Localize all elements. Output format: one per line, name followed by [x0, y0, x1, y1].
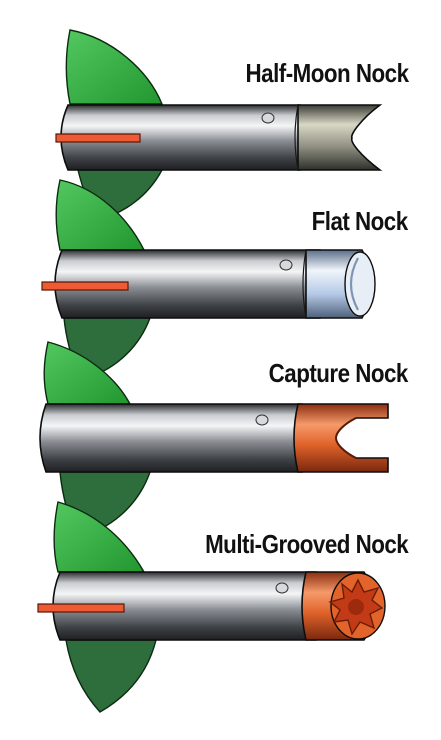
shaft-hole	[255, 414, 269, 426]
nock-capture	[293, 403, 389, 473]
arrow-multi-grooved	[37, 501, 386, 713]
nock-flat-face	[344, 251, 376, 317]
cock-feather	[41, 281, 129, 291]
arrow-shaft	[39, 403, 303, 473]
nock-flat-rim	[302, 249, 307, 319]
arrow-shaft	[52, 571, 317, 641]
shaft-hole	[275, 582, 289, 594]
arrow-half-moon	[55, 29, 383, 221]
nock-label-flat: Flat Nock	[311, 206, 409, 236]
nock-grooved-center	[348, 599, 364, 615]
nock-half-moon	[297, 104, 383, 171]
vane-upper	[65, 29, 164, 105]
nock-half-moon-rim	[294, 104, 299, 171]
nock-label-capture: Capture Nock	[268, 358, 409, 388]
nock-flat-inner	[349, 257, 359, 311]
nock-label-multi-grooved: Multi-Grooved Nock	[204, 529, 409, 559]
arrow-shaft	[60, 104, 301, 171]
nock-label-half-moon: Half-Moon Nock	[245, 58, 408, 88]
arrow-shaft	[54, 249, 321, 319]
nock-capture-slot	[334, 417, 357, 459]
cock-feather	[37, 603, 125, 613]
shaft-hole	[261, 112, 275, 124]
vane-lower	[65, 639, 157, 713]
shaft-hole	[279, 259, 293, 271]
cock-feather	[55, 133, 141, 143]
